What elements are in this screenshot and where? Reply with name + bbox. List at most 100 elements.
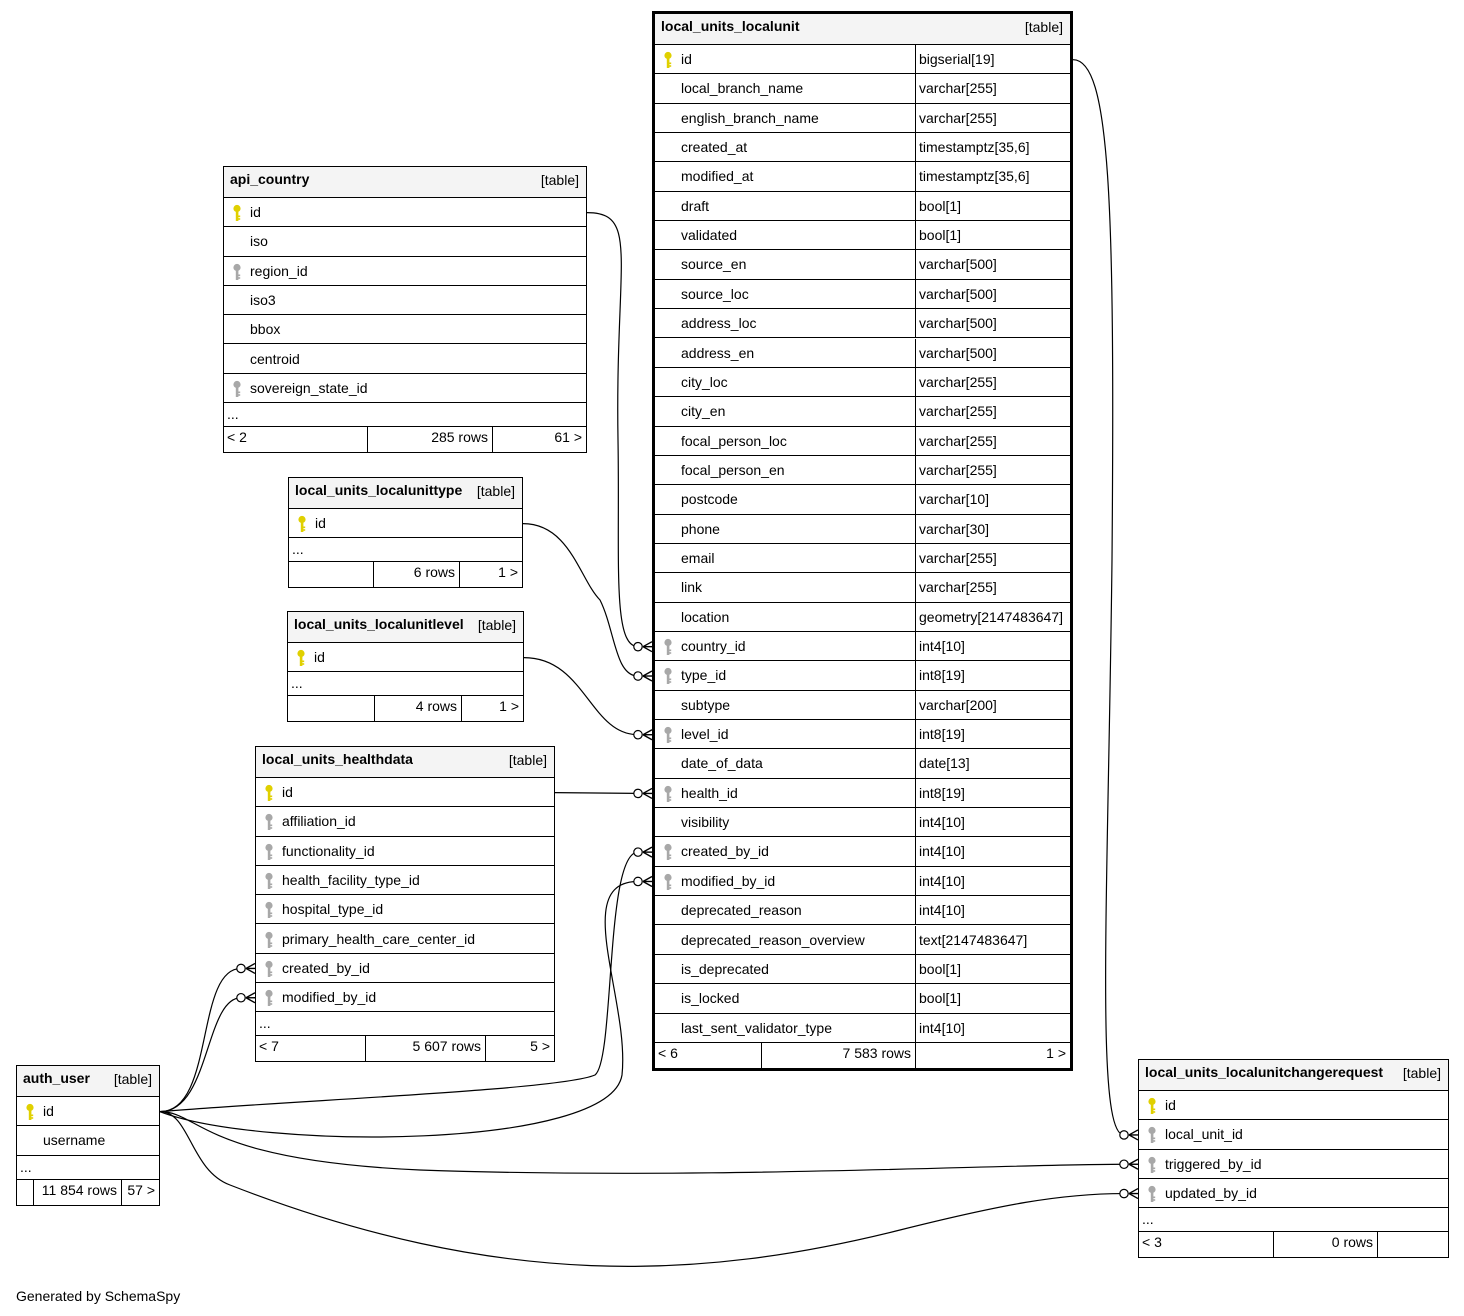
- column-name[interactable]: primary_health_care_center_id: [282, 930, 475, 947]
- parent-count[interactable]: < 3: [1142, 1234, 1162, 1251]
- column-name[interactable]: bbox: [250, 321, 281, 338]
- parent-count[interactable]: [289, 562, 373, 587]
- table-name[interactable]: local_units_localunitlevel: [294, 616, 464, 632]
- parent-count[interactable]: < 7: [259, 1038, 279, 1055]
- table-name[interactable]: api_country: [230, 171, 310, 187]
- table-header[interactable]: api_country[table]: [224, 167, 586, 198]
- column-name[interactable]: level_id: [681, 726, 729, 743]
- column-row[interactable]: id: [1139, 1091, 1448, 1121]
- column-name[interactable]: type_id: [681, 667, 727, 684]
- table-name[interactable]: local_units_healthdata: [262, 751, 413, 767]
- child-count[interactable]: 57 >: [121, 1179, 159, 1205]
- column-row[interactable]: created_by_id: [256, 954, 554, 984]
- column-name[interactable]: focal_person_loc: [681, 432, 787, 449]
- column-name[interactable]: created_by_id: [282, 959, 370, 976]
- column-name[interactable]: affiliation_id: [282, 813, 356, 830]
- child-count[interactable]: [1377, 1232, 1448, 1258]
- column-name[interactable]: id: [43, 1103, 54, 1119]
- column-row[interactable]: health_facility_type_id: [256, 866, 554, 896]
- column-name[interactable]: sovereign_state_id: [250, 379, 368, 396]
- table-header[interactable]: auth_user[table]: [17, 1066, 159, 1097]
- column-name[interactable]: focal_person_en: [681, 461, 785, 478]
- column-row[interactable]: id: [256, 778, 554, 808]
- column-name[interactable]: visibility: [681, 814, 730, 831]
- column-row[interactable]: hospital_type_id: [256, 895, 554, 925]
- table-name[interactable]: local_units_localunitchangerequest: [1145, 1064, 1384, 1080]
- table-header[interactable]: local_units_localunittype[table]: [289, 478, 522, 509]
- column-name[interactable]: city_loc: [681, 373, 728, 390]
- parent-count[interactable]: [288, 696, 374, 721]
- column-name[interactable]: location: [681, 608, 730, 625]
- child-count[interactable]: 1 >: [461, 696, 523, 722]
- column-name[interactable]: id: [1165, 1097, 1176, 1113]
- column-name[interactable]: local_branch_name: [681, 80, 804, 97]
- column-name[interactable]: triggered_by_id: [1165, 1155, 1262, 1172]
- column-name[interactable]: iso: [250, 233, 268, 250]
- column-row[interactable]: primary_health_care_center_id: [256, 925, 554, 954]
- column-name[interactable]: centroid: [250, 350, 300, 367]
- table-header[interactable]: local_units_healthdata[table]: [256, 747, 554, 778]
- column-name[interactable]: subtype: [681, 696, 731, 713]
- column-row[interactable]: modified_by_id: [256, 983, 554, 1013]
- child-count[interactable]: 1 >: [915, 1042, 1070, 1068]
- parent-count[interactable]: < 2: [227, 429, 247, 446]
- child-count[interactable]: 1 >: [459, 562, 522, 588]
- parent-count[interactable]: [17, 1180, 33, 1205]
- column-name[interactable]: id: [282, 784, 293, 800]
- column-name[interactable]: email: [681, 549, 715, 566]
- column-name[interactable]: city_en: [681, 403, 726, 420]
- column-row[interactable]: id: [224, 198, 586, 228]
- column-row[interactable]: region_id: [224, 257, 586, 286]
- more-columns[interactable]: ...: [288, 672, 523, 697]
- column-name[interactable]: english_branch_name: [681, 109, 819, 126]
- column-name[interactable]: validated: [681, 227, 738, 244]
- table-header[interactable]: local_units_localunitchangerequest[table…: [1139, 1060, 1448, 1091]
- more-columns[interactable]: ...: [256, 1012, 554, 1037]
- column-name[interactable]: health_facility_type_id: [282, 871, 420, 888]
- column-name[interactable]: health_id: [681, 784, 738, 801]
- column-name[interactable]: updated_by_id: [1165, 1184, 1257, 1201]
- table-healthdata[interactable]: local_units_healthdata[table]id affiliati…: [255, 746, 555, 1063]
- column-row[interactable]: functionality_id: [256, 837, 554, 866]
- parent-count[interactable]: < 6: [658, 1044, 678, 1061]
- column-name[interactable]: modified_at: [681, 168, 754, 185]
- column-row[interactable]: id: [288, 643, 523, 673]
- column-name[interactable]: functionality_id: [282, 842, 375, 859]
- child-count[interactable]: 61 >: [492, 427, 586, 453]
- more-columns[interactable]: ...: [1139, 1208, 1448, 1233]
- column-row[interactable]: bbox: [224, 315, 586, 345]
- column-row[interactable]: centroid: [224, 345, 586, 374]
- column-name[interactable]: source_en: [681, 256, 747, 273]
- column-row[interactable]: triggered_by_id: [1139, 1150, 1448, 1179]
- column-name[interactable]: hospital_type_id: [282, 901, 384, 918]
- column-name[interactable]: phone: [681, 520, 720, 537]
- column-name[interactable]: created_by_id: [681, 843, 769, 860]
- table-localunittype[interactable]: local_units_localunittype[table]id...6 r…: [288, 477, 523, 589]
- column-name[interactable]: username: [43, 1132, 106, 1149]
- column-name[interactable]: country_id: [681, 638, 746, 654]
- table-name[interactable]: local_units_localunit: [661, 18, 800, 34]
- column-name[interactable]: link: [681, 579, 703, 596]
- table-header[interactable]: local_units_localunit[table]: [655, 14, 1070, 45]
- column-name[interactable]: last_sent_validator_type: [681, 1019, 832, 1036]
